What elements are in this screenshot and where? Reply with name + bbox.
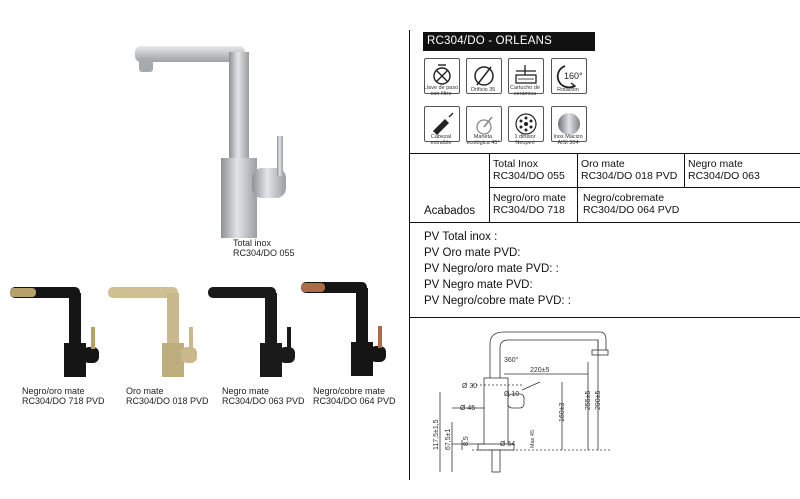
dim-h117: 117,5±1,5 bbox=[433, 419, 440, 450]
price-line: PV Negro/oro mate PVD: : bbox=[424, 263, 559, 275]
valve-filter-icon bbox=[424, 58, 460, 94]
neoperl-diffuser-icon bbox=[508, 106, 544, 142]
ceramic-cartridge-icon bbox=[508, 58, 544, 94]
feature-label: Inox Macizo AISI 304 bbox=[553, 134, 583, 146]
main-image-caption: Total inox RC304/DO 055 bbox=[233, 238, 295, 258]
divider bbox=[577, 153, 578, 222]
main-faucet-image bbox=[125, 38, 325, 238]
pull-out-head-icon bbox=[424, 106, 460, 142]
feature-label: Llave de paso con filtro bbox=[423, 85, 459, 97]
rotation-badge: 160° bbox=[564, 71, 583, 81]
dim-d10: Ø 10 bbox=[504, 391, 519, 398]
product-title: RC304/DO - ORLEANS bbox=[423, 32, 595, 51]
dim-d54: Ø 54 bbox=[500, 441, 515, 448]
divider bbox=[489, 153, 490, 222]
dim-max: Max 45 bbox=[530, 430, 536, 448]
variant-faucet-image bbox=[105, 283, 205, 378]
variant-faucet-image bbox=[298, 278, 398, 378]
feature-label: Maneta ecológica 45° bbox=[466, 134, 500, 146]
feature-label: Orificio 35 bbox=[470, 87, 496, 93]
dim-d45: Ø 45 bbox=[460, 405, 475, 412]
hole-diameter-icon bbox=[466, 58, 502, 94]
dim-h290: 290±5 bbox=[595, 390, 602, 410]
price-line: PV Negro/cobre mate PVD: : bbox=[424, 295, 572, 307]
price-line: PV Negro mate PVD: bbox=[424, 279, 533, 291]
dim-rotation: 360° bbox=[504, 356, 519, 364]
divider bbox=[489, 187, 800, 188]
eco-handle-icon bbox=[466, 106, 502, 142]
feature-label: 1 difusor Neoperl bbox=[514, 134, 536, 146]
divider bbox=[409, 317, 800, 318]
feature-label: Cabezal extraíble bbox=[430, 134, 452, 146]
stainless-steel-icon bbox=[551, 106, 587, 142]
feature-label: Cartucho de cerámica bbox=[510, 85, 540, 97]
dim-h160: 160±3 bbox=[559, 402, 566, 422]
dim-d30: Ø 30 bbox=[462, 383, 477, 390]
rotation-icon: 160° bbox=[551, 58, 587, 94]
finishes-label: Acabados bbox=[424, 205, 476, 217]
dim-h67: 67,5±1 bbox=[445, 429, 452, 450]
price-line: PV Oro mate PVD: bbox=[424, 247, 521, 259]
dim-h8: 8,5 bbox=[463, 436, 470, 446]
divider bbox=[409, 222, 800, 223]
dim-h255: 255±5 bbox=[585, 390, 592, 410]
feature-label: Rotación bbox=[557, 87, 579, 93]
divider-vertical bbox=[409, 30, 410, 480]
dim-reach: 220±5 bbox=[530, 367, 550, 374]
variant-faucet-image bbox=[205, 283, 305, 378]
price-line: PV Total inox : bbox=[424, 231, 498, 243]
technical-drawing: 360° 220±5 Ø 30 Ø 10 Ø 45 Ø 54 160±3 255… bbox=[412, 322, 632, 482]
variant-faucet-image bbox=[5, 283, 105, 378]
divider bbox=[409, 153, 800, 154]
divider bbox=[684, 153, 685, 187]
